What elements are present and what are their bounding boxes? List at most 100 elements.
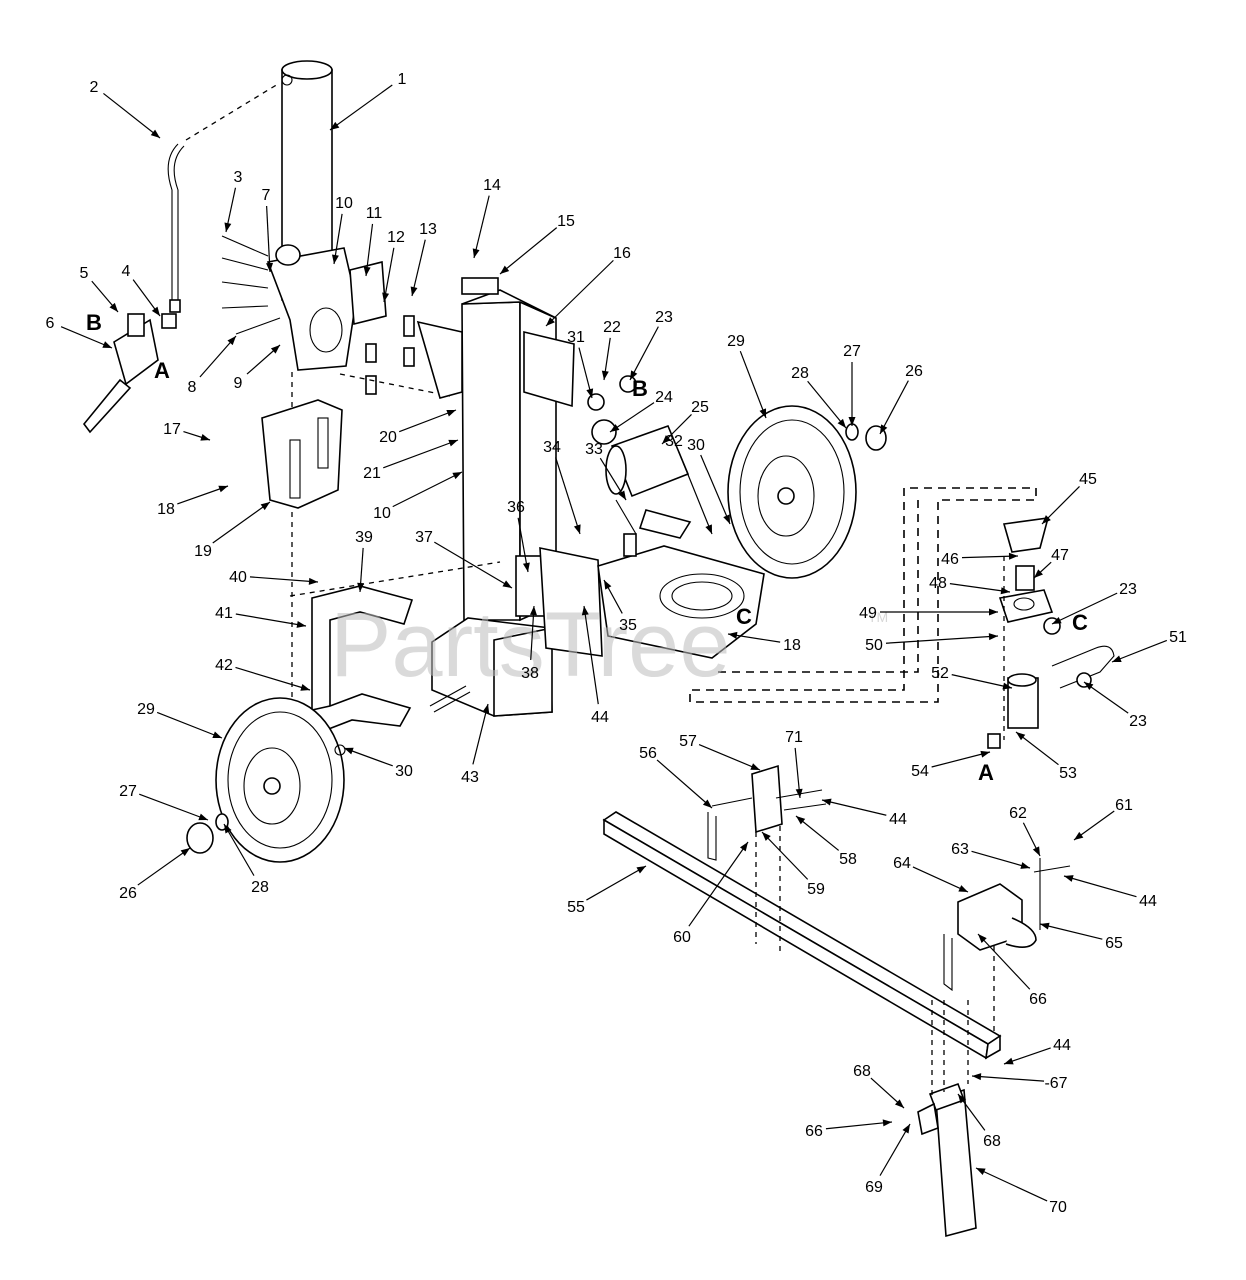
leader-arrow-c38 xyxy=(529,606,537,616)
leader-line-c30 xyxy=(700,454,731,525)
leader-line-c23 xyxy=(629,326,659,381)
callout-c9: 9 xyxy=(234,375,243,392)
leader-arrow-c5 xyxy=(109,302,118,312)
leader-arrow-c65 xyxy=(1040,922,1050,930)
callout-c37: 37 xyxy=(415,529,433,546)
leader-line-c29b xyxy=(156,711,223,739)
leader-arrow-c51 xyxy=(1112,655,1122,662)
leader-arrow-c1 xyxy=(330,121,340,130)
leader-line-c69 xyxy=(879,1123,911,1176)
leader-line-c14 xyxy=(473,195,490,259)
callout-c23: 23 xyxy=(655,309,673,326)
leader-line-c60 xyxy=(688,841,749,927)
callout-c16: 16 xyxy=(613,245,631,262)
leader-line-c15 xyxy=(499,227,558,275)
leader-line-c10b xyxy=(392,471,463,508)
leader-line-c23c xyxy=(1083,681,1129,714)
leader-arrow-c17 xyxy=(200,433,210,441)
leader-line-c46 xyxy=(961,555,1019,559)
leader-line-c21 xyxy=(383,439,459,469)
leader-line-c6 xyxy=(60,326,113,349)
leader-line-c66b xyxy=(825,1121,893,1130)
callout-c60: 60 xyxy=(673,929,691,946)
callout-c18: 18 xyxy=(157,501,175,518)
leader-arrow-c10 xyxy=(331,254,339,264)
callout-c36: 36 xyxy=(507,499,525,516)
callout-c56: 56 xyxy=(639,745,657,762)
leader-line-c20 xyxy=(398,409,457,433)
leader-line-c27b xyxy=(139,793,209,821)
leader-arrow-c23 xyxy=(630,370,638,380)
leader-line-c58 xyxy=(795,815,840,851)
callout-c21: 21 xyxy=(363,465,381,482)
leader-line-c1 xyxy=(329,84,393,131)
callout-c27: 27 xyxy=(843,343,861,360)
callout-c19: 19 xyxy=(194,543,212,560)
callout-c17: 17 xyxy=(163,421,181,438)
leader-line-c44 xyxy=(583,605,599,705)
leader-arrow-c41 xyxy=(296,621,306,628)
leader-line-c64 xyxy=(912,866,969,893)
callout-c28b: 28 xyxy=(251,879,269,896)
callout-c23c: 23 xyxy=(1129,713,1147,730)
side-plate xyxy=(261,399,343,509)
control-valve xyxy=(82,313,177,434)
callout-c43: 43 xyxy=(461,769,479,786)
callout-c46: 46 xyxy=(941,551,959,568)
callout-c38: 38 xyxy=(521,665,539,682)
assembly-outline xyxy=(689,487,1037,703)
tow-tongue xyxy=(602,764,1002,1060)
hitch-coupler xyxy=(943,858,1071,1032)
leader-line-c38 xyxy=(530,605,535,661)
callout-c52: 52 xyxy=(931,665,949,682)
wheel-left xyxy=(186,697,346,863)
callout-c30: 30 xyxy=(687,437,705,454)
leader-arrow-c57 xyxy=(750,763,760,770)
leader-line-c44c xyxy=(1063,875,1137,898)
tank-base xyxy=(597,499,765,659)
callout-c69: 69 xyxy=(865,1179,883,1196)
leader-arrow-c34 xyxy=(573,524,581,534)
callout-c62: 62 xyxy=(1009,805,1027,822)
wheel-right xyxy=(727,405,887,579)
leader-line-c7 xyxy=(266,205,271,273)
leader-arrow-c58 xyxy=(796,816,806,825)
leader-line-c50 xyxy=(885,635,999,644)
leader-arrow-c70 xyxy=(976,1168,986,1175)
callout-c30b: 30 xyxy=(395,763,413,780)
callout-c50: 50 xyxy=(865,637,883,654)
leader-arrow-c44b xyxy=(822,798,832,806)
leader-line-c70 xyxy=(975,1167,1048,1202)
callout-c28: 28 xyxy=(791,365,809,382)
leader-arrow-c18b xyxy=(728,631,738,639)
callout-c47: 47 xyxy=(1051,547,1069,564)
callout-c4: 4 xyxy=(122,263,131,280)
callout-c29: 29 xyxy=(727,333,745,350)
leader-arrow-c20 xyxy=(446,409,456,417)
leader-arrow-c44c xyxy=(1064,875,1074,882)
callout-c68b: 68 xyxy=(983,1133,1001,1150)
leader-arrow-c44 xyxy=(581,606,589,616)
leader-line-c51 xyxy=(1111,639,1168,663)
callout-c66b: 66 xyxy=(805,1123,823,1140)
leader-arrow-c30b xyxy=(344,747,354,755)
leader-arrow-c53 xyxy=(1016,732,1026,741)
leader-arrow-c60 xyxy=(739,842,748,852)
leader-arrow-c11 xyxy=(363,266,371,276)
leader-line-c54 xyxy=(931,751,991,768)
leader-line-c59 xyxy=(761,831,809,880)
reference-letter-rB1: B xyxy=(86,310,102,335)
leader-arrow-c55 xyxy=(636,866,646,874)
callout-c59: 59 xyxy=(807,881,825,898)
leader-line-c16 xyxy=(545,259,614,327)
callout-c13: 13 xyxy=(419,221,437,238)
callout-c40: 40 xyxy=(229,569,247,586)
leader-arrow-c39 xyxy=(357,582,365,592)
leader-arrow-c12 xyxy=(382,292,390,302)
leader-line-c32 xyxy=(677,450,713,535)
callout-c6: 6 xyxy=(46,315,55,332)
leader-arrow-c13 xyxy=(410,286,418,296)
callout-c32: 32 xyxy=(665,433,683,450)
leader-arrow-c66b xyxy=(882,1119,892,1127)
